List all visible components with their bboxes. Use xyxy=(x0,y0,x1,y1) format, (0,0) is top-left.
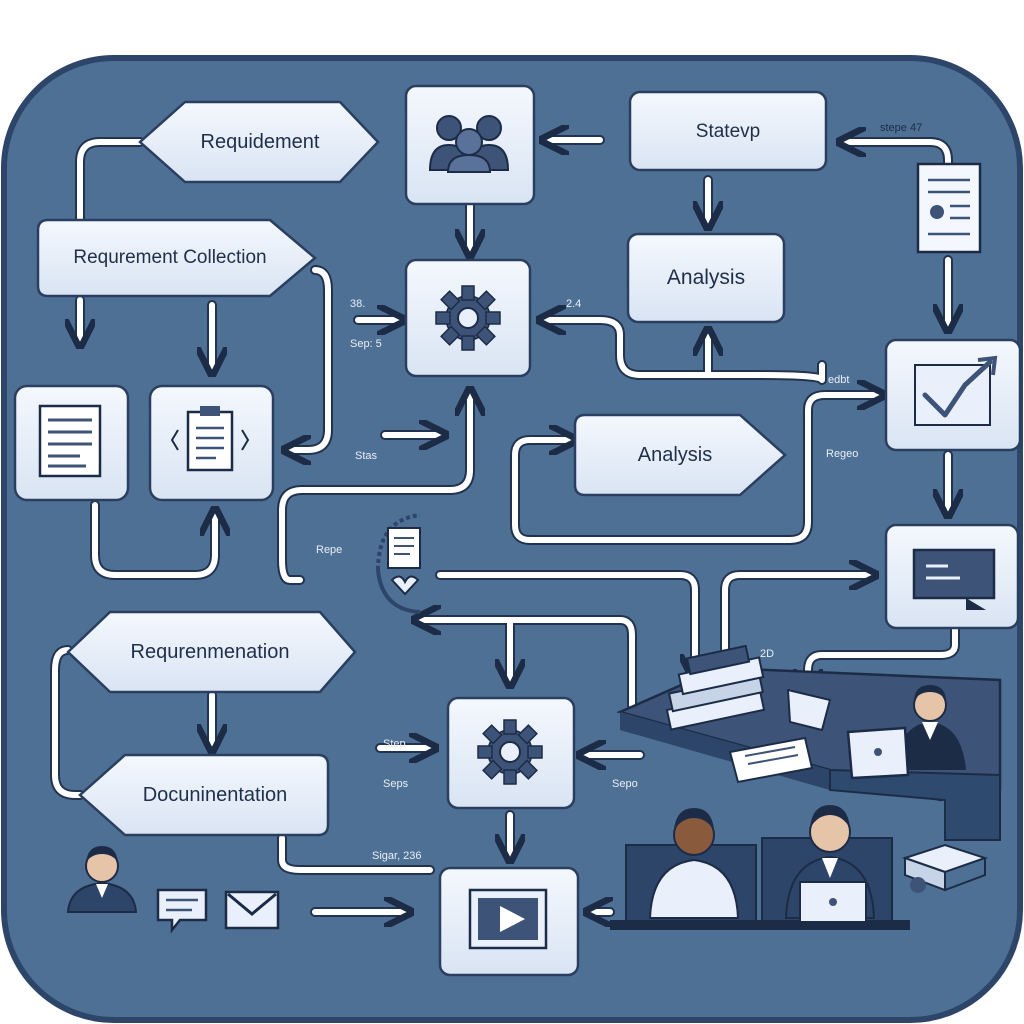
tag-seps-left: Seps xyxy=(383,778,409,790)
requirement-collection-banner xyxy=(36,218,317,298)
laptop-icon xyxy=(846,726,910,780)
video-player-icon xyxy=(468,888,548,950)
tag-stas: Stas xyxy=(355,450,378,462)
tag-sigar: Sigar, 236 xyxy=(372,850,422,862)
requidement-label: Requidement xyxy=(200,130,320,153)
book-stack-icon xyxy=(665,644,766,731)
laptop-icon-2 xyxy=(799,881,867,923)
tag-38: 38. xyxy=(350,298,366,310)
tag-edbt: edbt xyxy=(828,374,850,386)
mail-icon xyxy=(224,890,280,930)
connector-strokes xyxy=(52,140,955,912)
office-desk-scene xyxy=(616,644,1002,841)
trend-chart-icon xyxy=(914,355,998,426)
clipboard-icon xyxy=(170,406,250,472)
gear-icon xyxy=(435,285,501,351)
team-members-scene xyxy=(610,805,910,930)
papers-icon xyxy=(728,736,814,784)
requrenmenation-banner xyxy=(66,610,357,694)
printer-icon xyxy=(901,843,989,893)
tag-stepe47: stepe 47 xyxy=(880,122,923,134)
tag-24: 2.4 xyxy=(566,298,582,310)
person-avatar-3 xyxy=(66,846,138,913)
requidement-banner xyxy=(138,100,380,184)
report-document-icon xyxy=(916,162,982,254)
analysis-top-box xyxy=(626,232,786,324)
requirement-collection-label: Requrement Collection xyxy=(73,247,267,268)
person-avatar-1 xyxy=(648,808,740,919)
open-folder-icon xyxy=(786,688,832,732)
tag-sep5: Sep: 5 xyxy=(350,338,382,350)
analysis-mid-label: Analysis xyxy=(637,443,713,466)
tag-step-left: Step xyxy=(383,738,406,750)
monitor-icon xyxy=(912,548,996,610)
tag-sepo-right: Sepo xyxy=(612,778,638,790)
tag-2d: 2D xyxy=(760,648,775,660)
document-icon xyxy=(38,404,102,478)
documentation-banner xyxy=(78,753,330,837)
settings-gear-icon xyxy=(477,719,543,785)
statevp-label: Statevp xyxy=(695,121,761,142)
person-desk-avatar xyxy=(896,685,966,770)
team-icon xyxy=(428,115,510,173)
chat-bubble-icon xyxy=(156,888,208,934)
requrenmenation-label: Requrenmenation xyxy=(130,640,290,663)
tag-regeo: Regeo xyxy=(826,448,859,460)
analysis-top-label: Analysis xyxy=(666,266,746,289)
analysis-mid-banner xyxy=(573,413,787,497)
tag-repe: Repe xyxy=(316,544,343,556)
statevp-box xyxy=(628,90,828,172)
cycle-document-icon xyxy=(376,513,421,614)
documentation-label: Docuninentation xyxy=(142,783,288,806)
